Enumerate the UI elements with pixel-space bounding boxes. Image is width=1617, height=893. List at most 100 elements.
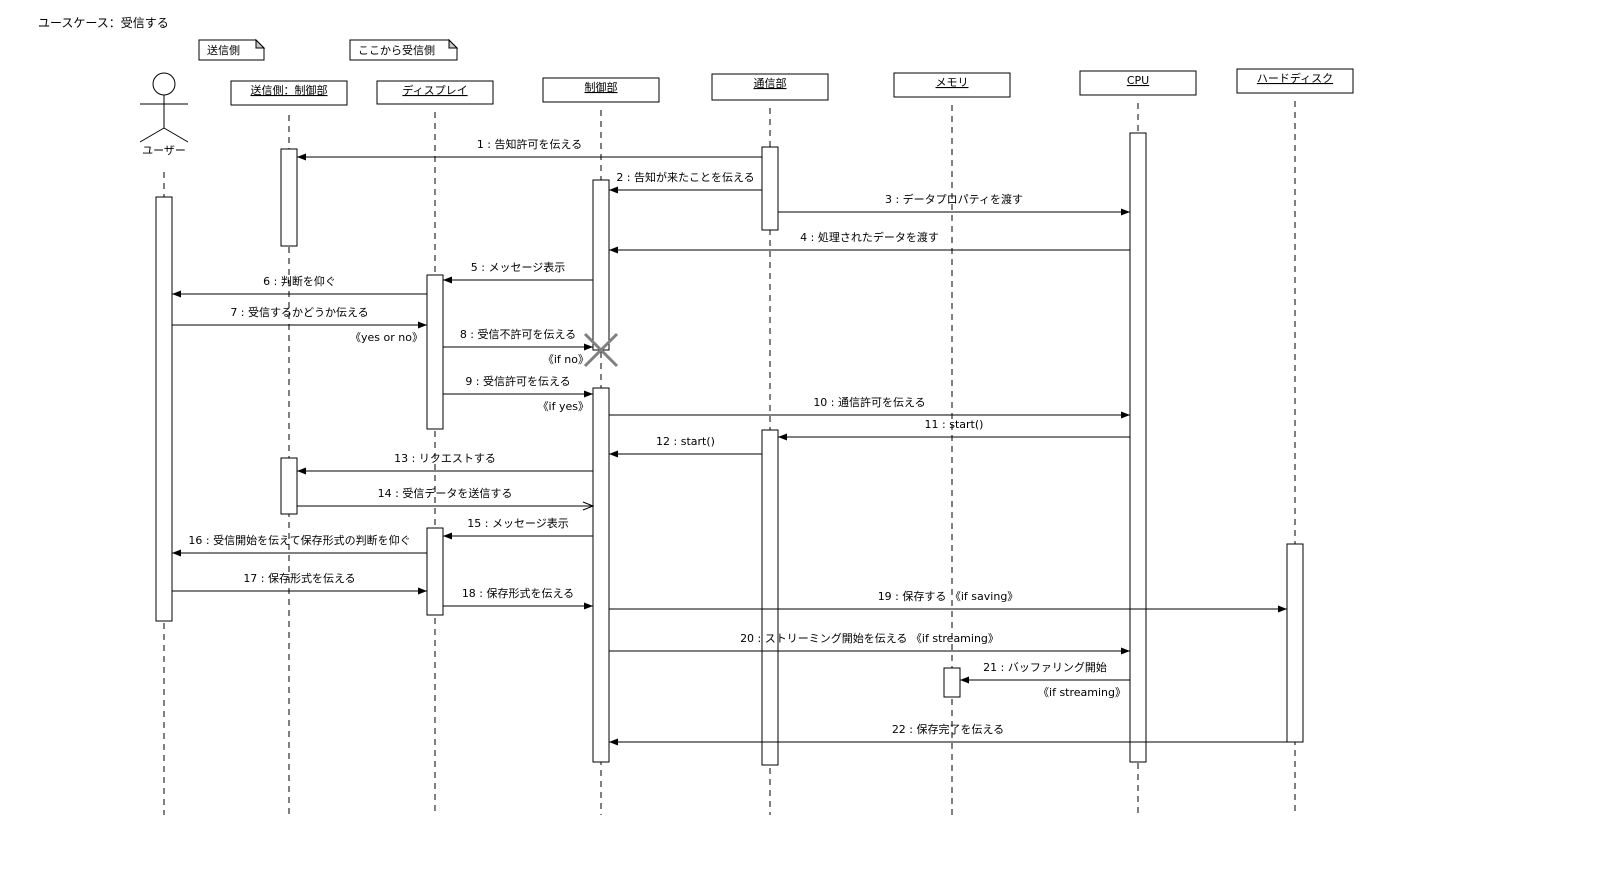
message-label: 10 : 通信許可を伝える	[813, 396, 925, 409]
message-label: 14 : 受信データを送信する	[378, 486, 513, 500]
message-12[interactable]: 12 : start()	[609, 435, 762, 458]
message-20[interactable]: 20 : ストリーミング開始を伝える 《if streaming》	[609, 631, 1130, 655]
open-arrowhead-icon	[582, 501, 595, 511]
message-label: 13 : リクエストする	[394, 452, 496, 465]
message-label: 4 : 処理されたデータを渡す	[800, 230, 939, 244]
message-label: 18 : 保存形式を伝える	[462, 586, 574, 600]
lifeline-head-sender[interactable]: 送信側：制御部	[230, 80, 348, 106]
message-13[interactable]: 13 : リクエストする	[297, 452, 593, 475]
message-4[interactable]: 4 : 処理されたデータを渡す	[609, 230, 1130, 254]
activation-sender	[280, 457, 298, 515]
message-guard: 《if yes》	[538, 400, 589, 413]
filled-arrowhead-icon	[609, 450, 618, 458]
message-guard: 《if streaming》	[1038, 686, 1126, 699]
lifeline-box	[711, 73, 829, 101]
message-label: 20 : ストリーミング開始を伝える 《if streaming》	[740, 631, 999, 645]
message-3[interactable]: 3 : データプロパティを渡す	[778, 192, 1130, 216]
lifeline-head-memory[interactable]: メモリ	[893, 72, 1011, 98]
diagram-title: ユースケース：受信する	[38, 16, 169, 30]
lifeline-label: 制御部	[585, 80, 618, 94]
lifeline-head-hdd[interactable]: ハードディスク	[1236, 68, 1354, 94]
filled-arrowhead-icon	[1121, 208, 1130, 216]
filled-arrowhead-icon	[609, 186, 618, 194]
destroy-x-icon	[583, 332, 619, 368]
message-label: 16 : 受信開始を伝えて保存形式の判断を仰ぐ	[188, 533, 410, 547]
message-21[interactable]: 21 : バッファリング開始《if streaming》	[960, 660, 1130, 699]
filled-arrowhead-icon	[172, 290, 181, 298]
message-9[interactable]: 9 : 受信許可を伝える《if yes》	[443, 375, 593, 413]
message-label: 6 : 判断を仰ぐ	[263, 274, 336, 288]
lifeline-box	[376, 80, 494, 105]
activation-sender	[280, 148, 298, 247]
activation-hdd	[1286, 543, 1304, 743]
lifeline-label: 通信部	[754, 76, 787, 90]
activation-ctrl	[592, 387, 610, 763]
message-label: 15 : メッセージ表示	[467, 516, 568, 530]
filled-arrowhead-icon	[584, 343, 593, 351]
note-shape	[198, 39, 265, 61]
message-label: 11 : start()	[925, 418, 984, 431]
message-1[interactable]: 1 : 告知許可を伝える	[297, 137, 762, 161]
message-label: 7 : 受信するかどうか伝える	[230, 306, 368, 319]
message-11[interactable]: 11 : start()	[778, 418, 1130, 441]
note-shape	[349, 39, 458, 61]
message-label: 21 : バッファリング開始	[983, 660, 1107, 674]
message-16[interactable]: 16 : 受信開始を伝えて保存形式の判断を仰ぐ	[172, 533, 427, 557]
message-label: 5 : メッセージ表示	[471, 260, 565, 274]
message-label: 9 : 受信許可を伝える	[465, 375, 570, 388]
lifeline-label: メモリ	[936, 76, 969, 89]
lifeline-box	[1079, 70, 1197, 96]
message-22[interactable]: 22 : 保存完了を伝える	[609, 722, 1287, 746]
lifeline-box	[230, 80, 348, 106]
lifeline-box	[893, 72, 1011, 98]
message-2[interactable]: 2 : 告知が来たことを伝える	[609, 170, 762, 194]
activation-display	[426, 527, 444, 616]
activation-comm	[761, 429, 779, 766]
filled-arrowhead-icon	[1278, 605, 1287, 613]
lifeline-box	[1236, 68, 1354, 94]
activation-user	[155, 196, 173, 622]
message-14[interactable]: 14 : 受信データを送信する	[297, 486, 595, 511]
message-label: 8 : 受信不許可を伝える	[460, 328, 576, 341]
activation-cpu	[1129, 132, 1147, 763]
filled-arrowhead-icon	[584, 602, 593, 610]
filled-arrowhead-icon	[609, 246, 618, 254]
message-5[interactable]: 5 : メッセージ表示	[443, 260, 593, 284]
filled-arrowhead-icon	[1121, 647, 1130, 655]
actor-head	[152, 72, 176, 96]
lifeline-box	[542, 77, 660, 103]
filled-arrowhead-icon	[609, 738, 618, 746]
message-15[interactable]: 15 : メッセージ表示	[443, 516, 593, 540]
actor-body	[139, 95, 189, 143]
message-6[interactable]: 6 : 判断を仰ぐ	[172, 274, 427, 298]
lifeline-head-cpu[interactable]: CPU	[1079, 70, 1197, 96]
message-label: 1 : 告知許可を伝える	[477, 137, 582, 151]
lifeline-label: ハードディスク	[1257, 71, 1333, 85]
note-text: 送信側	[207, 43, 240, 57]
filled-arrowhead-icon	[443, 532, 452, 540]
filled-arrowhead-icon	[584, 390, 593, 398]
activation-display	[426, 274, 444, 430]
message-7[interactable]: 7 : 受信するかどうか伝える《yes or no》	[172, 306, 427, 344]
message-10[interactable]: 10 : 通信許可を伝える	[609, 396, 1130, 419]
message-19[interactable]: 19 : 保存する 《if saving》	[609, 589, 1287, 613]
lifeline-label: CPU	[1127, 74, 1149, 87]
filled-arrowhead-icon	[1121, 411, 1130, 419]
message-guard: 《yes or no》	[350, 331, 423, 344]
message-8[interactable]: 8 : 受信不許可を伝える《if no》	[443, 328, 593, 366]
lifeline-head-ctrl[interactable]: 制御部	[542, 77, 660, 103]
note-fold-icon	[448, 38, 459, 49]
message-label: 3 : データプロパティを渡す	[885, 192, 1023, 206]
message-guard: 《if no》	[543, 353, 589, 366]
note-text: ここから受信側	[358, 44, 435, 57]
message-label: 19 : 保存する 《if saving》	[878, 589, 1019, 603]
note-fold-icon	[255, 38, 266, 49]
lifeline-head-display[interactable]: ディスプレイ	[376, 80, 494, 105]
message-17[interactable]: 17 : 保存形式を伝える	[172, 571, 427, 595]
note: ここから受信側	[349, 38, 459, 61]
lifeline-head-comm[interactable]: 通信部	[711, 73, 829, 101]
message-18[interactable]: 18 : 保存形式を伝える	[443, 586, 593, 610]
actor-user: ユーザー	[139, 72, 189, 157]
note: 送信側	[198, 38, 266, 61]
activation-memory	[943, 667, 961, 698]
